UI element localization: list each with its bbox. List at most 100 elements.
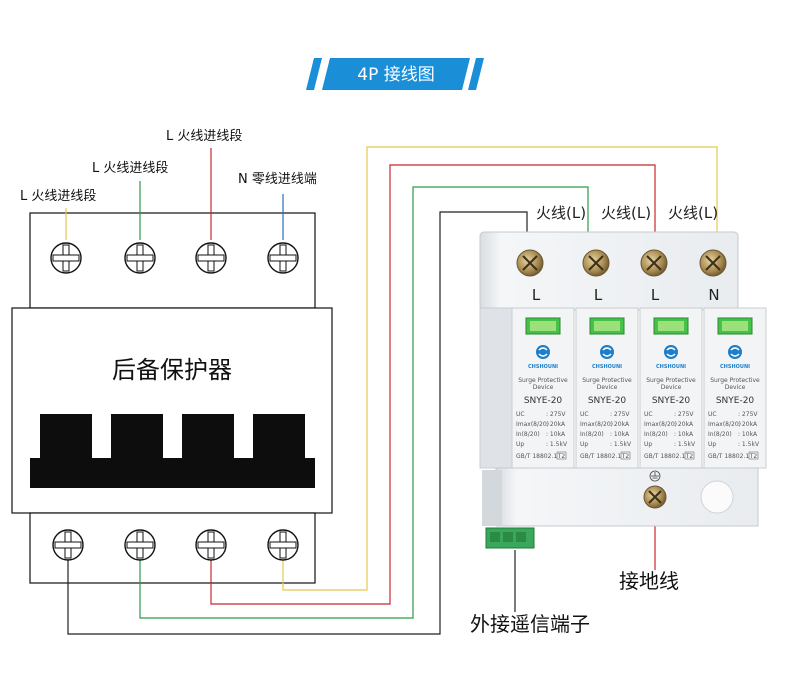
desc-line-1: Surge Protective (582, 377, 632, 384)
terminal-letter-4: N (708, 286, 719, 304)
spec-value: : 10kA (546, 431, 566, 438)
standard-mark-box (556, 451, 567, 460)
wire-red (210, 164, 656, 605)
spec-key: Up (644, 441, 652, 448)
terminal-letter-1: L (532, 286, 541, 304)
spd-terminals (516, 249, 727, 509)
remote-terminal-label: 外接遥信端子 (470, 612, 590, 636)
spec-key: Imax(8/20) (580, 421, 613, 428)
status-window-glow (530, 321, 556, 331)
title-badge: 4P 接线图 (306, 58, 484, 90)
spec-value: : 275V (546, 411, 566, 418)
standard: GB/T 18802.1 (516, 453, 557, 460)
spec-key: Up (580, 441, 588, 448)
wire-yellow (282, 146, 718, 591)
breaker-bottom-screws (52, 529, 299, 561)
terminal-letter-3: L (651, 286, 660, 304)
brand-logo-icon (536, 345, 550, 359)
model-name: SNYE-20 (524, 396, 563, 406)
ground-wire-label: 接地线 (619, 569, 679, 593)
brand-logo-icon (664, 345, 678, 359)
standard-mark: T2 (685, 453, 694, 460)
brand-name: CHSHOUNI (656, 364, 686, 370)
standard: GB/T 18802.1 (708, 453, 749, 460)
spec-key: Imax(8/20) (708, 421, 741, 428)
brand-logo-icon (600, 345, 614, 359)
breaker-handles (30, 414, 315, 488)
spec-value: : 1.5kV (738, 441, 760, 448)
spec-key: UC (708, 411, 717, 418)
spd-label-l1: 火线(L) (536, 204, 586, 222)
brand-logo-icon (728, 345, 742, 359)
spec-key: UC (580, 411, 589, 418)
status-window-glow (722, 321, 748, 331)
desc-line-1: Surge Protective (646, 377, 696, 384)
spec-value: : 275V (738, 411, 758, 418)
spd-device (479, 231, 767, 549)
spd-label-l2: 火线(L) (601, 204, 651, 222)
wire-black (67, 211, 528, 635)
label-l2: L 火线进线段 (92, 161, 168, 176)
spec-key: In(8/20) (516, 431, 540, 438)
spec-value: : 1.5kV (674, 441, 696, 448)
standard-mark-box (620, 451, 631, 460)
spec-value: : 10kA (610, 431, 630, 438)
spec-key: Imax(8/20) (644, 421, 677, 428)
desc-line-2: Device (597, 384, 618, 391)
spec-value: : 10kA (674, 431, 694, 438)
spec-key: In(8/20) (708, 431, 732, 438)
label-n: N 零线进线端 (238, 172, 317, 187)
spec-key: UC (516, 411, 525, 418)
spec-value: : 1.5kV (546, 441, 568, 448)
brand-logo-mark (730, 347, 740, 357)
spec-key: Imax(8/20) (516, 421, 549, 428)
breaker-top-screws (50, 242, 299, 274)
desc-line-1: Surge Protective (710, 377, 760, 384)
model-name: SNYE-20 (716, 396, 755, 406)
desc-line-2: Device (661, 384, 682, 391)
spec-value: : 20kA (738, 421, 758, 428)
page-title: 4P 接线图 (357, 65, 434, 85)
breaker-name: 后备保护器 (112, 356, 232, 384)
wires (65, 146, 718, 635)
spec-value: : 20kA (546, 421, 566, 428)
spec-value: : 275V (674, 411, 694, 418)
spec-value: : 20kA (674, 421, 694, 428)
backup-protector: 后备保护器 (11, 212, 333, 584)
standard-mark-box (684, 451, 695, 460)
spec-value: : 10kA (738, 431, 758, 438)
brand-name: CHSHOUNI (528, 364, 558, 370)
spec-key: In(8/20) (580, 431, 604, 438)
brand-logo-mark (666, 347, 676, 357)
wire-green (139, 186, 589, 619)
brand-logo-mark (538, 347, 548, 357)
desc-line-1: Surge Protective (518, 377, 568, 384)
spec-key: In(8/20) (644, 431, 668, 438)
standard-mark: T2 (557, 453, 566, 460)
label-l1: L 火线进线段 (20, 189, 96, 204)
standard-mark: T2 (621, 453, 630, 460)
brand-name: CHSHOUNI (720, 364, 750, 370)
spec-value: : 275V (610, 411, 630, 418)
terminal-letter-2: L (594, 286, 603, 304)
spec-value: : 1.5kV (610, 441, 632, 448)
label-l3: L 火线进线段 (166, 129, 242, 144)
model-name: SNYE-20 (588, 396, 627, 406)
standard-mark-box (748, 451, 759, 460)
standard: GB/T 18802.1 (644, 453, 685, 460)
brand-name: CHSHOUNI (592, 364, 622, 370)
model-name: SNYE-20 (652, 396, 691, 406)
spec-key: Up (708, 441, 716, 448)
standard: GB/T 18802.1 (580, 453, 621, 460)
desc-line-2: Device (725, 384, 746, 391)
ground-symbol (649, 470, 661, 482)
standard-mark: T2 (749, 453, 758, 460)
status-window-glow (594, 321, 620, 331)
spec-value: : 20kA (610, 421, 630, 428)
spec-key: Up (516, 441, 524, 448)
spd-label-l3: 火线(L) (668, 204, 718, 222)
status-window-glow (658, 321, 684, 331)
desc-line-2: Device (533, 384, 554, 391)
